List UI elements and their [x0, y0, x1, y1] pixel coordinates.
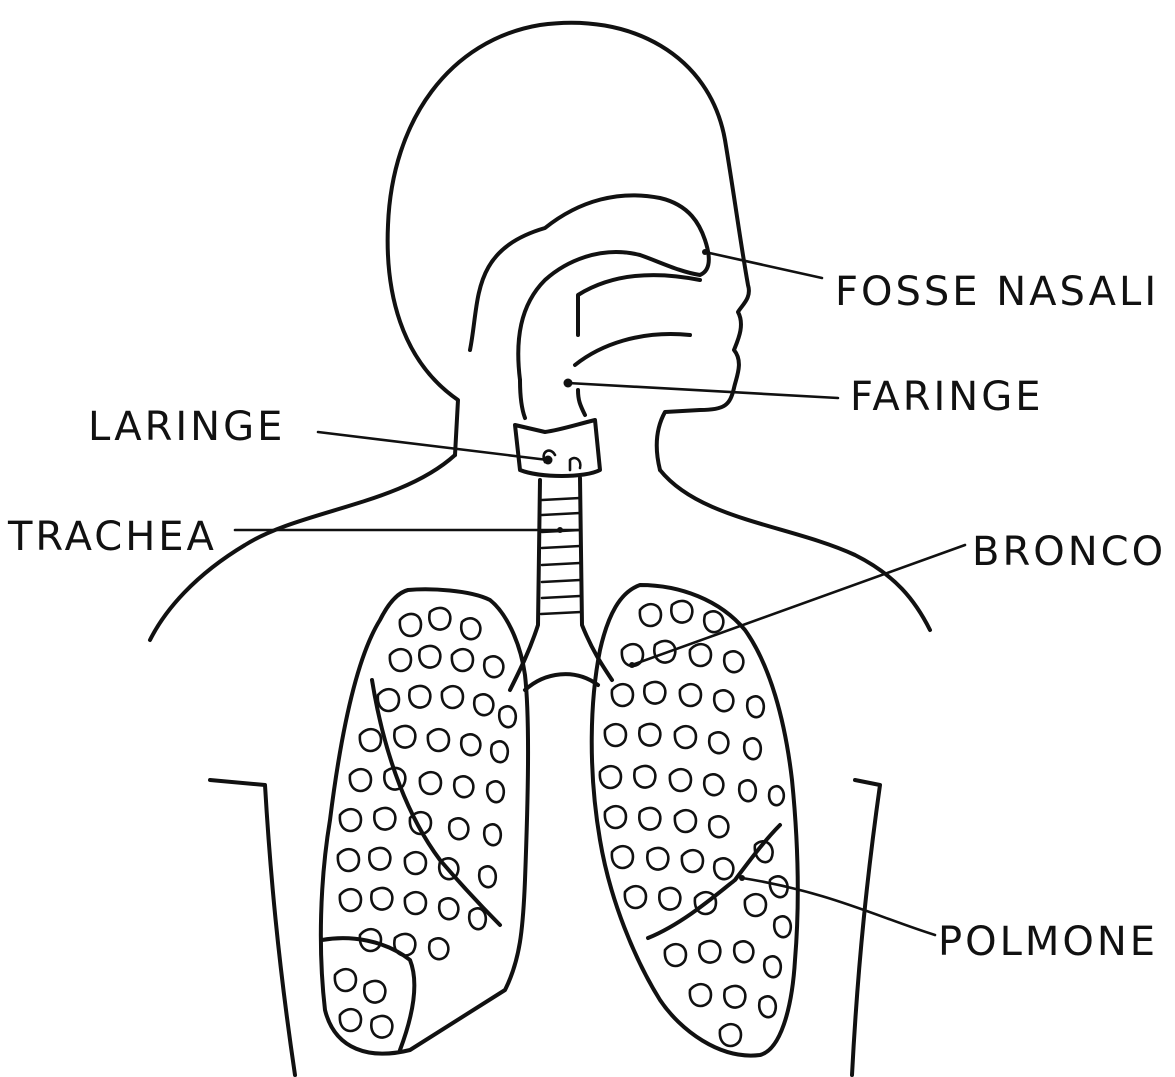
trachea-right-wall	[580, 478, 612, 680]
pharynx-outline	[520, 380, 525, 418]
right-lung-alveoli	[600, 601, 791, 1046]
leader-fosse-nasali	[705, 252, 822, 278]
leader-dot-faringe	[564, 379, 573, 388]
label-polmone: POLMONE	[938, 919, 1158, 965]
left-lung-outline	[321, 589, 528, 1053]
label-fosse-nasali: FOSSE NASALI	[835, 269, 1159, 315]
leader-dot-polmone	[739, 875, 745, 881]
oral-cavity-upper	[578, 275, 700, 335]
trachea-left-wall	[510, 480, 540, 690]
left-lung-fissure	[372, 680, 500, 925]
leader-dot-bronco	[629, 662, 635, 668]
leader-dot-laringe	[544, 456, 553, 465]
left-lung-alveoli	[335, 608, 516, 1038]
larynx-shape	[515, 420, 600, 476]
leader-dot-trachea	[557, 527, 563, 533]
label-faringe: FARINGE	[850, 374, 1043, 420]
bronchial-fork	[525, 674, 598, 690]
leader-dot-fosse-nasali	[702, 249, 708, 255]
trachea-rings	[541, 498, 581, 614]
pharynx-inner	[578, 390, 585, 415]
leader-faringe	[568, 383, 838, 398]
head-outline	[388, 23, 749, 470]
label-trachea: TRACHEA	[7, 514, 217, 560]
label-bronco: BRONCO	[972, 529, 1166, 575]
label-laringe: LARINGE	[88, 404, 285, 450]
oral-cavity-lower	[575, 334, 690, 365]
leader-laringe	[318, 432, 548, 460]
larynx-detail-right	[570, 458, 580, 470]
right-torso-side	[852, 780, 880, 1075]
left-torso-side	[210, 780, 295, 1075]
